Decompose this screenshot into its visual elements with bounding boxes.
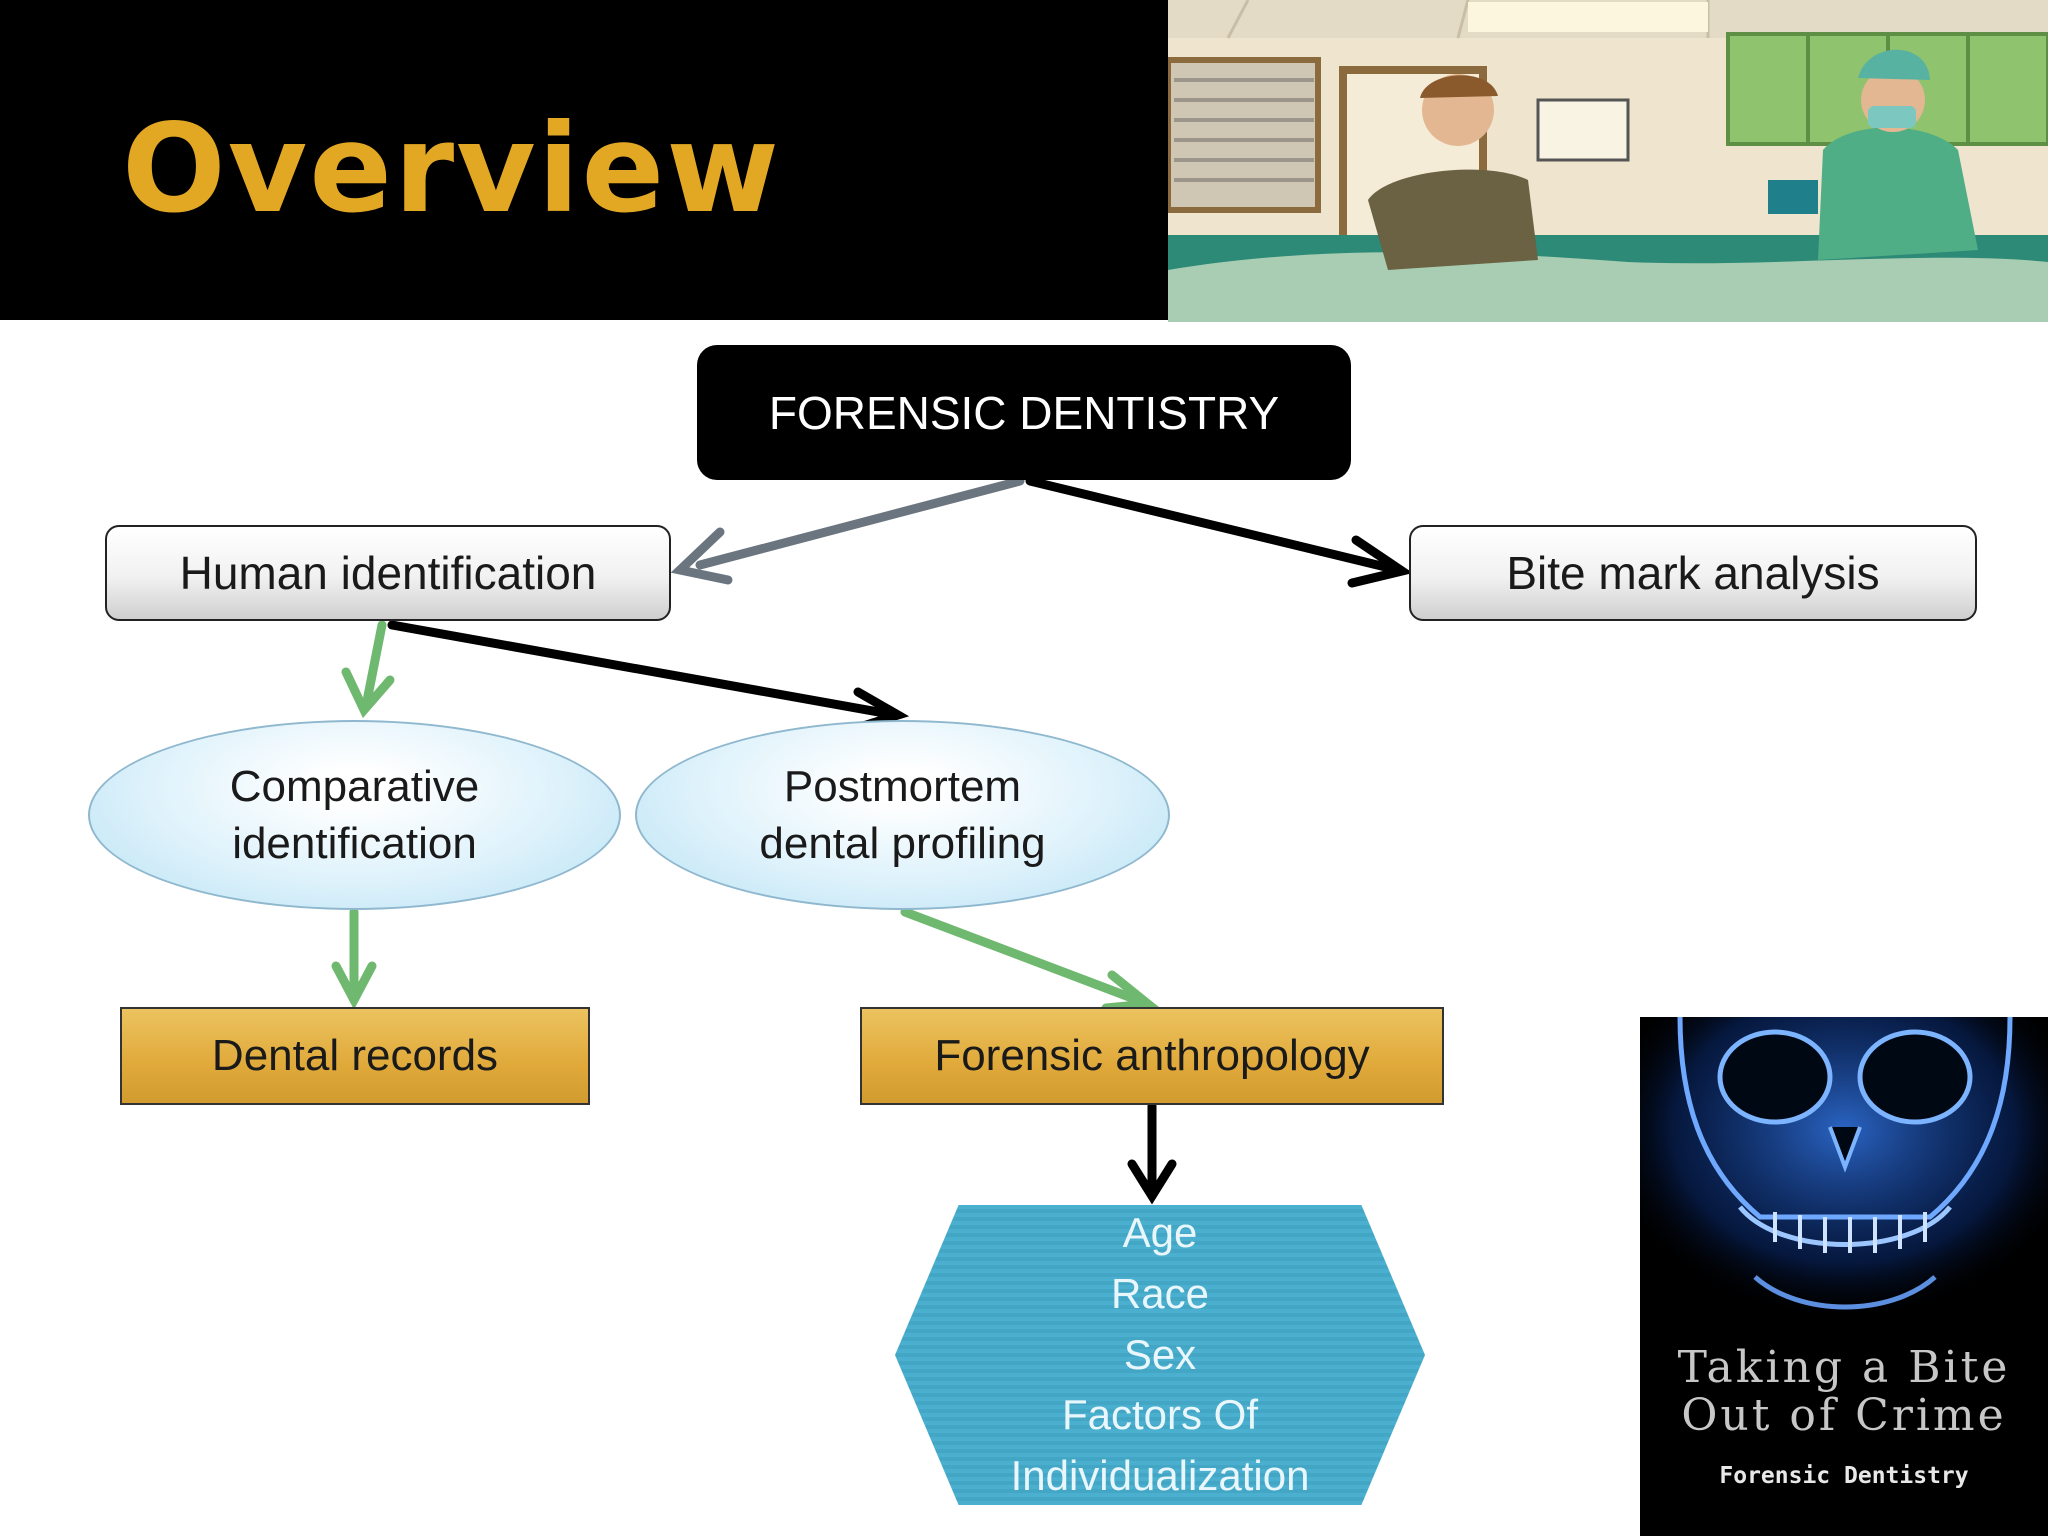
node-comparative-line2: identification (232, 819, 477, 868)
attribute-item: Race (1110, 1269, 1210, 1317)
connector-root-to-human (670, 476, 1025, 585)
book-title-line1: Taking a Bite (1677, 1342, 2011, 1393)
node-comparative-line1: Comparative (229, 761, 480, 811)
node-comparative-identification: Comparative identification (88, 720, 621, 910)
attribute-item: Sex (1123, 1330, 1197, 1378)
attribute-item: Individualization (1010, 1452, 1310, 1500)
book-cover-image: Taking a Bite Out of Crime Forensic Dent… (1640, 1017, 2048, 1536)
node-forensic-dentistry: FORENSIC DENTISTRY (697, 345, 1351, 480)
connector-root-to-bite (1025, 476, 1414, 588)
node-human-identification: Human identification (105, 525, 671, 621)
node-bite-mark-analysis: Bite mark analysis (1409, 525, 1977, 621)
connector-human-to-comparative (341, 620, 395, 719)
node-dental-records: Dental records (120, 1007, 590, 1105)
node-postmortem-line1: Postmortem (783, 761, 1022, 811)
forensic-lab-illustration (1168, 0, 2048, 322)
attribute-item: Factors Of (1061, 1391, 1259, 1439)
connector-anthropology-to-attributes (1127, 1101, 1177, 1205)
connector-comparative-to-records (331, 907, 377, 1010)
xray-skull-icon (1640, 1017, 2048, 1337)
node-postmortem-dental-profiling: Postmortem dental profiling (635, 720, 1170, 910)
book-subtitle: Forensic Dentistry (1719, 1463, 1969, 1489)
slide-title: Overview (122, 98, 781, 240)
node-postmortem-line2: dental profiling (759, 819, 1046, 868)
connector-postmortem-to-anthropology (900, 907, 1160, 1013)
book-title: Taking a Bite Out of Crime (1640, 1342, 2048, 1442)
attribute-item: Age (1122, 1208, 1198, 1256)
connector-human-to-postmortem (387, 620, 910, 732)
book-title-line2: Out of Crime (1681, 1390, 2007, 1442)
node-attributes-hexagon: Age Race Sex Factors Of Individualizatio… (895, 1205, 1425, 1505)
node-forensic-anthropology: Forensic anthropology (860, 1007, 1444, 1105)
title-banner: Overview (0, 0, 1168, 320)
